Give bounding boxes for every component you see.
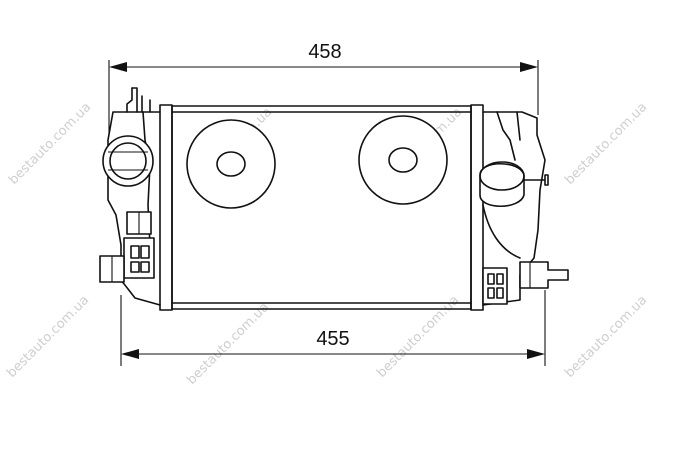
left-tank: [99, 87, 173, 311]
top-dimension: 458: [108, 41, 539, 135]
watermark-1: bestauto.com.ua: [6, 100, 94, 188]
mounting-ring-left: [186, 119, 276, 209]
right-tank: [470, 104, 569, 311]
bottom-dimension-label: 455: [316, 328, 349, 350]
watermark-5: bestauto.com.ua: [4, 293, 92, 381]
watermark-7: bestauto.com.ua: [374, 293, 462, 381]
top-dimension-label: 458: [308, 41, 341, 63]
watermark-6: bestauto.com.ua: [184, 300, 272, 388]
mounting-ring-right: [358, 115, 448, 205]
watermark-8: bestauto.com.ua: [562, 293, 650, 381]
bottom-dimension: 455: [120, 290, 546, 366]
watermark-4: bestauto.com.ua: [562, 100, 650, 188]
